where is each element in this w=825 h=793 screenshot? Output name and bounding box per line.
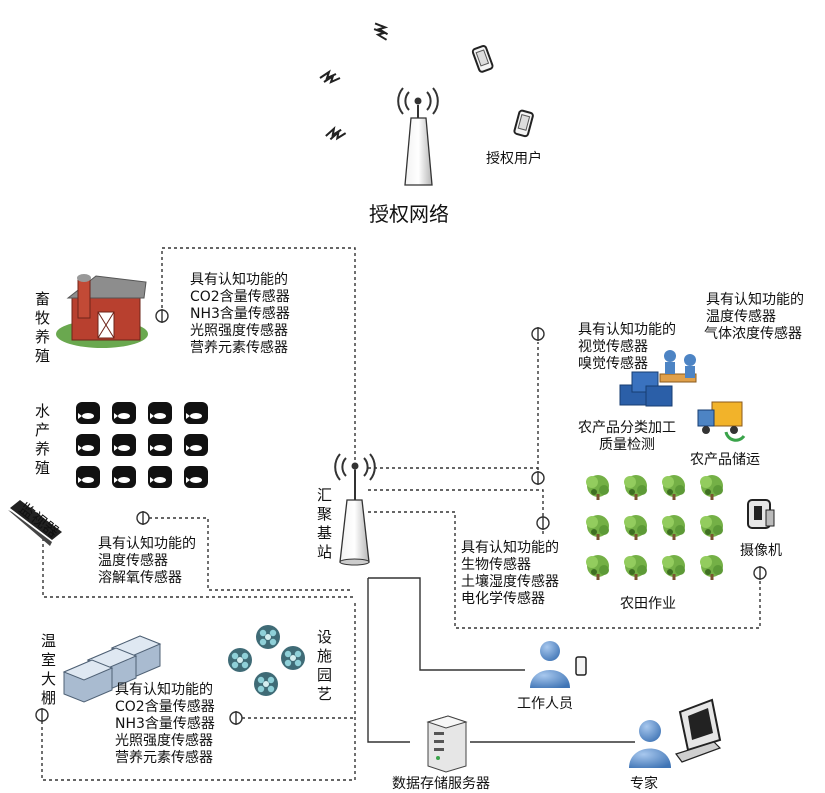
camera-sensor-icon	[753, 565, 767, 581]
farm-field-trees-icon	[586, 475, 723, 580]
base-station-label: 汇聚基站	[316, 486, 332, 561]
staff-person-icon	[530, 641, 587, 688]
signal-bolt-icon	[319, 71, 341, 83]
authorized-network-title: 授权网络	[369, 202, 449, 226]
server-label: 数据存储服务器	[392, 776, 490, 792]
greenhouse-buildings-icon	[62, 635, 162, 703]
authorized-users-label: 授权用户	[486, 151, 542, 167]
processing-workers-icon	[619, 350, 697, 407]
link-greenhouse	[41, 603, 356, 781]
link-staff	[368, 577, 525, 671]
aqua-sensor-icon	[136, 510, 150, 526]
link-processing	[368, 342, 539, 469]
staff-label: 工作人员	[517, 696, 573, 712]
link-monitor-aqua	[42, 538, 355, 598]
expert-label: 专家	[630, 776, 658, 792]
field-operation-label: 农田作业	[620, 596, 676, 612]
horticulture-title: 设施园艺	[316, 628, 332, 703]
storage-sensor-icon	[531, 470, 545, 486]
greenhouse-sensor-icon	[35, 707, 49, 723]
expert-person-icon	[629, 720, 671, 768]
greenhouse-sensor-list: 具有认知功能的 CO2含量传感器 NH3含量传感器 光照强度传感器 营养元素传感…	[115, 682, 215, 766]
link-camera	[368, 511, 761, 629]
storage-transport-label: 农产品储运	[690, 452, 760, 468]
livestock-title: 畜牧养殖	[34, 290, 50, 365]
horticulture-plants-icon	[228, 625, 305, 696]
livestock-sensor-list: 具有认知功能的 CO2含量传感器 NH3含量传感器 光照强度传感器 营养元素传感…	[190, 272, 290, 356]
base-station-tower-icon	[334, 453, 376, 566]
field-sensor-icon	[536, 515, 550, 531]
greenhouse-title: 温室大棚	[40, 632, 56, 707]
fish-tank-grid-icon	[76, 402, 208, 488]
storage-sensor-list: 具有认知功能的 温度传感器 气体浓度传感器	[704, 292, 804, 342]
mobile-phone-icon	[471, 44, 495, 74]
processing-sensor-icon	[531, 326, 545, 342]
delivery-truck-icon	[697, 401, 746, 442]
computer-icon	[675, 698, 722, 763]
aquaculture-sensor-list: 具有认知功能的 温度传感器 溶解氧传感器	[98, 536, 196, 586]
aquaculture-title: 水产养殖	[34, 402, 50, 477]
camera-label: 摄像机	[740, 543, 782, 559]
link-livestock	[161, 247, 356, 515]
processing-sensor-list: 具有认知功能的 视觉传感器 嗅觉传感器	[578, 322, 676, 372]
mobile-phone-icon	[512, 109, 535, 138]
horticulture-sensor-icon	[229, 710, 243, 726]
processing-label: 农产品分类加工 质量检测	[578, 420, 676, 453]
monitor-icon	[8, 500, 62, 546]
signal-bolt-icon	[324, 126, 348, 141]
server-icon	[426, 715, 468, 773]
camera-icon	[747, 499, 775, 529]
authorized-network-tower-icon	[397, 87, 439, 186]
field-sensor-list: 具有认知功能的 生物传感器 土壤湿度传感器 电化学传感器	[461, 540, 559, 607]
link-server	[367, 578, 410, 743]
livestock-sensor-icon	[155, 308, 169, 324]
signal-bolt-icon	[370, 19, 393, 44]
barn-icon	[56, 274, 148, 348]
